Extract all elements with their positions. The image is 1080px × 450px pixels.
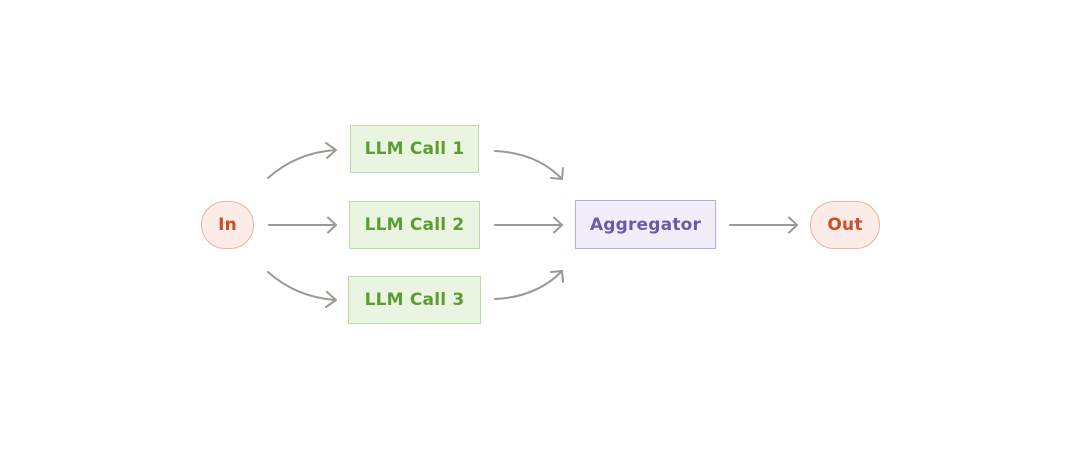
llm-call-2-label: LLM Call 2 bbox=[364, 215, 465, 235]
llm-call-2-node: LLM Call 2 bbox=[349, 201, 480, 249]
llm-call-3-label: LLM Call 3 bbox=[364, 290, 465, 310]
input-node: In bbox=[201, 201, 254, 249]
edge-in-to-call-2 bbox=[268, 216, 337, 234]
input-node-label: In bbox=[218, 215, 237, 235]
llm-call-1-node: LLM Call 1 bbox=[350, 125, 479, 173]
edge-in-to-call-3 bbox=[267, 271, 337, 308]
edge-in-to-call-1 bbox=[267, 142, 337, 179]
edge-call-2-to-aggregator bbox=[494, 216, 563, 234]
edge-call-1-to-aggregator bbox=[494, 150, 564, 180]
output-node-label: Out bbox=[827, 215, 863, 235]
edge-aggregator-to-out bbox=[729, 216, 798, 234]
aggregator-label: Aggregator bbox=[589, 214, 702, 235]
aggregator-node: Aggregator bbox=[575, 200, 716, 249]
output-node: Out bbox=[810, 201, 880, 249]
llm-call-1-label: LLM Call 1 bbox=[364, 139, 465, 159]
edge-call-3-to-aggregator bbox=[494, 270, 564, 300]
llm-call-3-node: LLM Call 3 bbox=[348, 276, 481, 324]
